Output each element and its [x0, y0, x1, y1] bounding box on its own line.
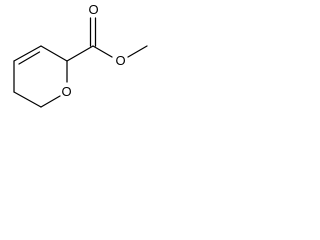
- bond-c6-o1: [40, 95, 61, 108]
- structure-diagram: O O O: [13, 2, 148, 108]
- ester-oxygen-label: O: [116, 53, 126, 68]
- bond-c2-c3: [40, 45, 68, 62]
- bond-c2-carbonyl: [66, 45, 94, 62]
- bond-c3-c4: [13, 45, 42, 62]
- bond-c5-c6: [13, 91, 42, 108]
- carbonyl-oxygen-label: O: [89, 2, 99, 17]
- bond-c3-c4-inner: [18, 51, 41, 65]
- bond-carbonyl-ester-o: [92, 45, 113, 58]
- ring: [13, 45, 68, 108]
- ring-oxygen-label: O: [62, 84, 72, 99]
- bond-ester-o-methyl: [127, 45, 148, 58]
- ester-group: [66, 17, 148, 62]
